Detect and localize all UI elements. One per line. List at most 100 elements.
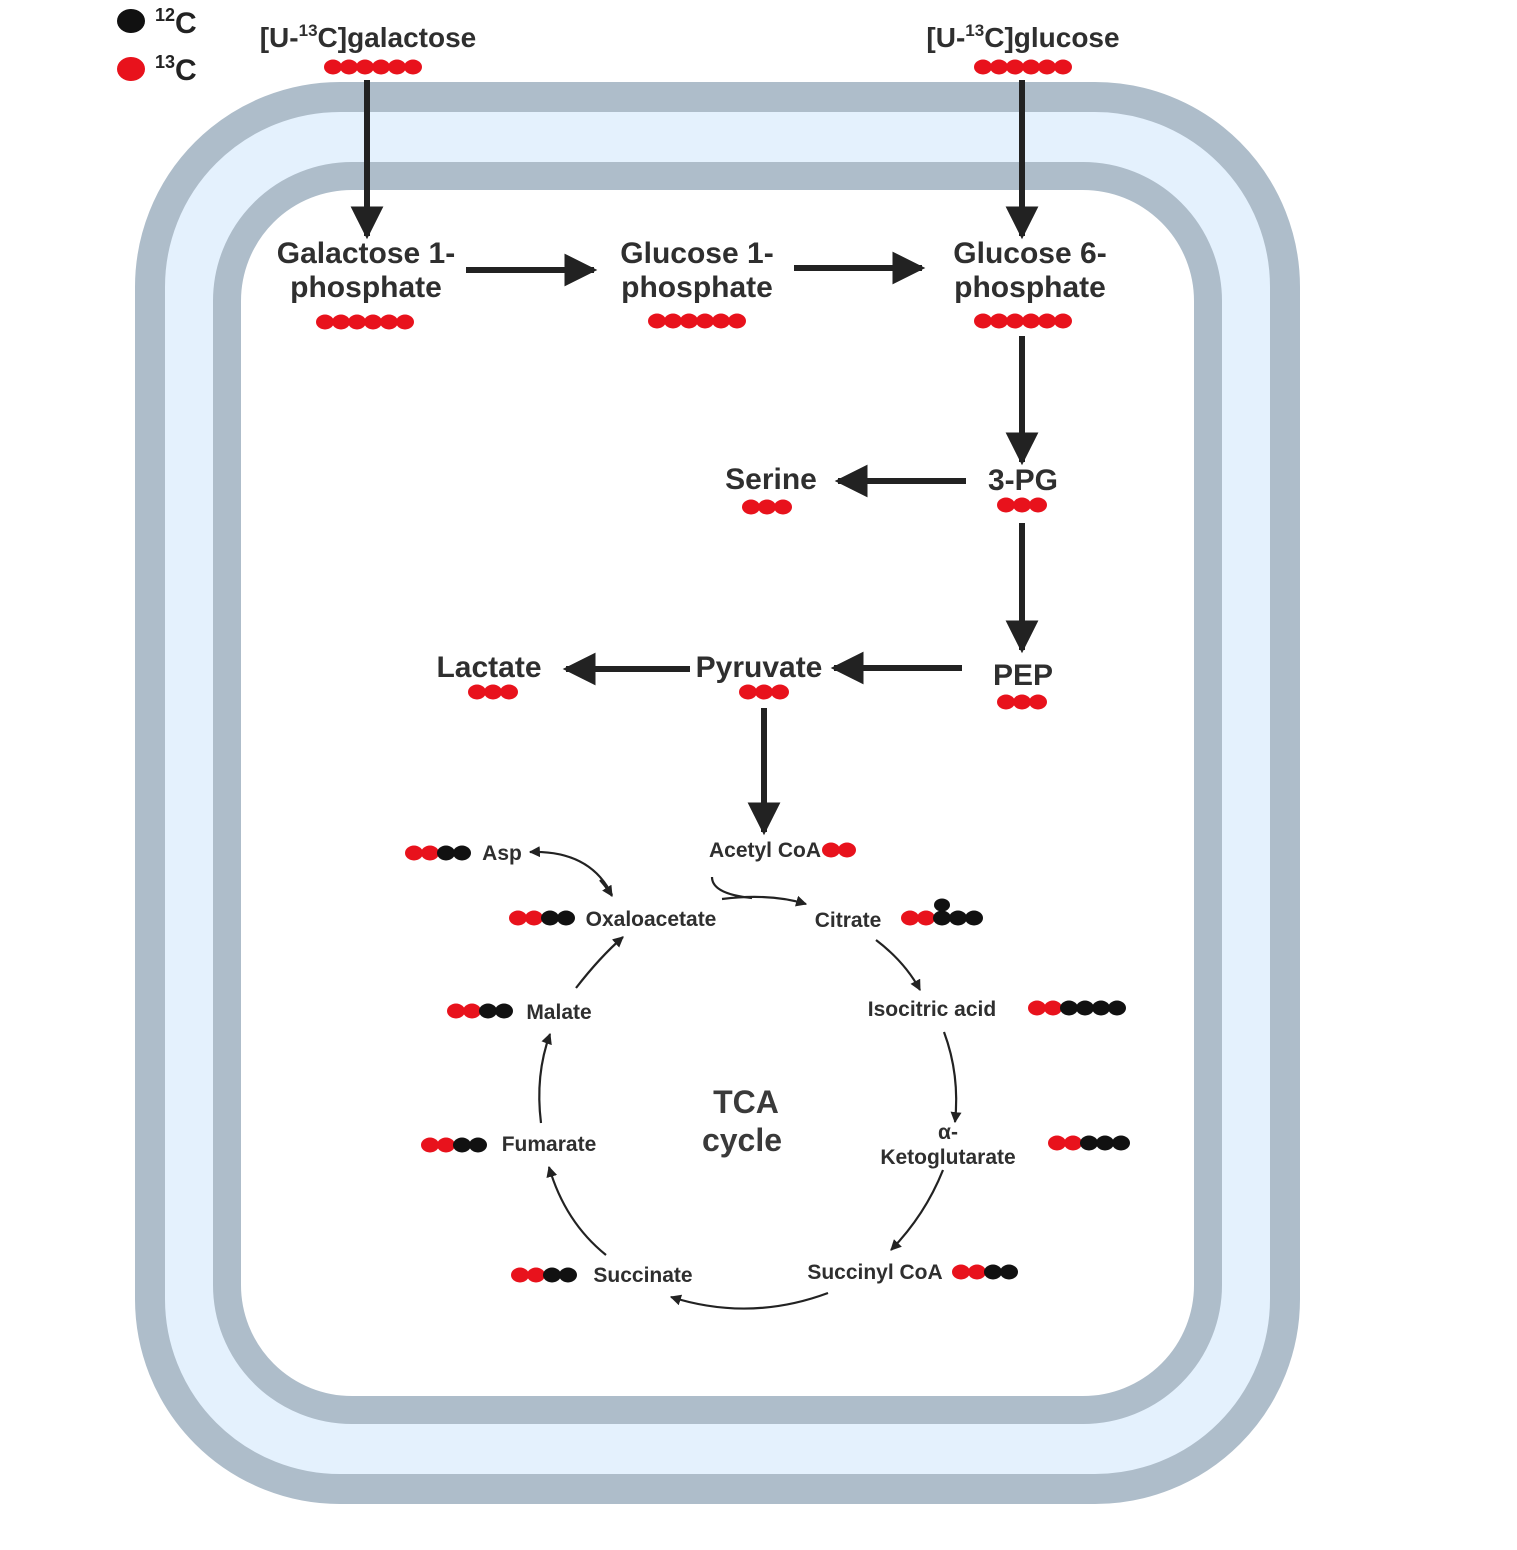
carbon-atom: [1096, 1135, 1114, 1151]
gal1p-isotopologue: [316, 314, 414, 330]
carbon-atom: [712, 313, 730, 329]
carbon-atom: [479, 1003, 497, 1019]
carbon-atom: [696, 313, 714, 329]
carbon-atom: [990, 59, 1008, 75]
carbon-atom: [742, 499, 760, 515]
carbon-atom: [340, 59, 358, 75]
carbon-atom: [543, 1267, 561, 1283]
legend: 12C 13C: [117, 5, 197, 87]
carbon-atom: [437, 845, 455, 861]
carbon-atom: [380, 314, 398, 330]
3pg-label: 3-PG: [988, 464, 1058, 497]
carbon-atom: [1092, 1000, 1110, 1016]
carbon-atom: [1006, 313, 1024, 329]
carbon-atom: [1054, 313, 1072, 329]
carbon-atom: [437, 1137, 455, 1153]
acetyl-coa-label: Acetyl CoA: [709, 839, 821, 862]
carbon-atom: [664, 313, 682, 329]
carbon-atom: [949, 910, 967, 926]
carbon-atom: [1054, 59, 1072, 75]
alpha-ketoglutarate-line1: α-: [938, 1121, 958, 1144]
carbon-atom: [968, 1264, 986, 1280]
carbon-atom: [1006, 59, 1024, 75]
glycolysis-arrows: [350, 80, 1039, 836]
carbon-atom: [364, 314, 382, 330]
carbon-atom: [421, 845, 439, 861]
malate-isotopologue: [447, 1003, 513, 1019]
carbon-atom: [463, 1003, 481, 1019]
carbon-atom: [453, 1137, 471, 1153]
serine-label: Serine: [725, 463, 817, 496]
carbon-atom: [680, 313, 698, 329]
acetyl-coa-isotopologue: [822, 842, 856, 858]
carbon-atom: [1013, 497, 1031, 513]
carbon-atom: [495, 1003, 513, 1019]
serine-isotopologue: [742, 499, 792, 515]
carbon-atom: [1048, 1135, 1066, 1151]
carbon-atom: [771, 684, 789, 700]
akg-isotopologue: [1048, 1135, 1130, 1151]
glucose-6-phosphate-line1: Glucose 6-: [953, 237, 1106, 270]
galactose-isotopologue: [324, 59, 422, 75]
carbon-atom: [774, 499, 792, 515]
asp-label: Asp: [482, 842, 522, 865]
pyruvate-label: Pyruvate: [696, 651, 823, 684]
carbon-atom: [1022, 59, 1040, 75]
carbon-atom: [1108, 1000, 1126, 1016]
carbon-atom: [1000, 1264, 1018, 1280]
succinate-isotopologue: [511, 1267, 577, 1283]
citrate-to-isocitrate-arrow: [875, 939, 921, 991]
carbon-atom: [984, 1264, 1002, 1280]
glc6p-isotopologue: [974, 313, 1072, 329]
carbon-atom: [405, 845, 423, 861]
carbon-atom: [1076, 1000, 1094, 1016]
oxaloacetate-label: Oxaloacetate: [586, 908, 717, 931]
carbon-atom: [509, 910, 527, 926]
c13-legend-label: 13C: [155, 52, 197, 87]
fumarate-label: Fumarate: [502, 1133, 597, 1156]
asp-isotopologue: [405, 845, 471, 861]
carbon-atom: [1080, 1135, 1098, 1151]
carbon-atom: [525, 910, 543, 926]
tca-arrows: [528, 846, 962, 1310]
glucose-6-phosphate-line2: phosphate: [954, 271, 1106, 304]
pep-isotopologue: [997, 694, 1047, 710]
carbon-atom: [1060, 1000, 1078, 1016]
oxaloacetate-to-citrate-arrow: [721, 895, 808, 907]
carbon-atom: [1038, 313, 1056, 329]
fumarate-to-malate-arrow: [538, 1032, 552, 1124]
c12-legend-label: 12C: [155, 5, 197, 40]
glucose-isotopologue: [974, 59, 1072, 75]
carbon-atom: [348, 314, 366, 330]
carbon-atom: [541, 910, 559, 926]
carbon-atom: [1112, 1135, 1130, 1151]
carbon-atom: [990, 313, 1008, 329]
succinyl-coa-isotopologue: [952, 1264, 1018, 1280]
glucose-1-phosphate-line2: phosphate: [621, 271, 773, 304]
carbon-atom: [356, 59, 374, 75]
carbon-atom: [1029, 497, 1047, 513]
pyruvate-isotopologue: [739, 684, 789, 700]
carbon-atom: [396, 314, 414, 330]
carbon-atom: [965, 910, 983, 926]
succinyl-coa-label: Succinyl CoA: [807, 1261, 942, 1284]
carbon-atom: [755, 684, 773, 700]
carbon-atom: [559, 1267, 577, 1283]
oxaloacetate-isotopologue: [509, 910, 575, 926]
carbon-atom: [974, 59, 992, 75]
c13-legend-dot: [117, 57, 145, 81]
glucose-tracer-label: [U-13C]glucose: [926, 21, 1119, 53]
carbon-atom: [838, 842, 856, 858]
carbon-atom: [934, 898, 950, 912]
carbon-atom: [500, 684, 518, 700]
carbon-atom: [758, 499, 776, 515]
carbon-atom: [648, 313, 666, 329]
carbon-atom: [1029, 694, 1047, 710]
malate-label: Malate: [526, 1001, 591, 1024]
carbon-atom: [527, 1267, 545, 1283]
carbon-atom: [728, 313, 746, 329]
glc1p-isotopologue: [648, 313, 746, 329]
fumarate-isotopologue: [421, 1137, 487, 1153]
carbon-atom: [1044, 1000, 1062, 1016]
lactate-label: Lactate: [436, 651, 541, 684]
